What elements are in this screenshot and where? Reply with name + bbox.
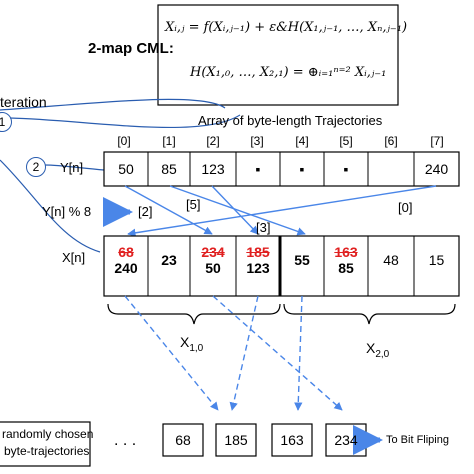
pointer-label-5: [5]: [186, 197, 201, 212]
iteration-curve-1: [0, 98, 226, 111]
x-cell-2-old: 234: [201, 244, 225, 260]
y-label: Y[n]: [60, 160, 84, 175]
cml-equation-1: Xᵢ,ⱼ = f(Xᵢ,ⱼ₋₁) + ε&H(X₁,ⱼ₋₁, …, Xₙ,ⱼ₋₁…: [165, 20, 408, 35]
y-index-0: [0]: [117, 134, 131, 148]
x-cell-0-old: 68: [118, 244, 134, 260]
chosen-label-line-1: randomly chosen: [2, 427, 94, 441]
iteration-curve-2: [9, 114, 241, 129]
chosen-value-1: 68: [175, 432, 191, 448]
x-cell-0-new: 240: [114, 260, 138, 276]
y-index-2: [2]: [206, 134, 220, 148]
iteration-to-x-line: [0, 159, 101, 253]
chosen-box-2: [215, 423, 257, 457]
x-label: X[n]: [62, 250, 86, 265]
y-index-6: [6]: [384, 134, 398, 148]
group-label-1-sub: 1,0: [189, 342, 204, 354]
y-mod-label: Y[n] % 8: [42, 204, 92, 219]
x-cell-7: 15: [414, 244, 459, 268]
cml-equation-2: H(X₁,₀, …, X₂,₁) = ⊕ᵢ₌₁ⁿ⁼² Xᵢ,ⱼ₋₁: [190, 65, 387, 80]
pointer-arrow-3: [211, 185, 259, 235]
group-label-1: X1,0: [180, 334, 203, 354]
chosen-value-4: 234: [334, 432, 358, 448]
y-index-1: [1]: [162, 134, 176, 148]
x-cell-0: 68 240: [104, 244, 148, 276]
x-cell-5-new: 85: [338, 260, 354, 276]
to-bit-label: To Bit Fliping: [386, 434, 449, 446]
ellipsis: . . .: [114, 432, 137, 449]
x-cell-2-new: 50: [205, 260, 221, 276]
dashed-arrow-3: [294, 295, 303, 411]
pointer-arrow-4: [127, 185, 437, 237]
x-cell-4-new: 55: [294, 252, 310, 268]
y-cell-2: 123: [201, 161, 225, 177]
dashed-arrow-1: [124, 295, 219, 411]
iteration-to-y-line: [44, 164, 105, 171]
x-cell-3: 185 123: [236, 244, 280, 276]
brace-2: [283, 303, 456, 325]
y-array-dividers: [147, 152, 415, 186]
group-label-2: X2,0: [366, 340, 389, 360]
y-index-7: [7]: [430, 134, 444, 148]
x-cell-7-new: 15: [428, 252, 445, 268]
iteration-label: teration: [0, 94, 47, 110]
chosen-box-1: [162, 423, 204, 457]
y-cell-7: 240: [424, 161, 449, 177]
y-index-5: [5]: [339, 134, 353, 148]
y-index-4: [4]: [295, 134, 309, 148]
y-cell-1: 85: [161, 161, 177, 177]
cml-box: [157, 4, 399, 106]
y-cell-0: 50: [118, 161, 134, 177]
chosen-box-3: [271, 423, 313, 457]
dashed-arrow-2: [229, 295, 259, 411]
array-title: Array of byte-length Trajectories: [198, 113, 383, 128]
y-array-box: [103, 151, 460, 187]
dashed-arrow-4: [212, 295, 343, 411]
y-index-3: [3]: [250, 134, 264, 148]
pointer-arrow-1: [169, 185, 306, 236]
pointer-label-2: [2]: [138, 204, 153, 219]
group-label-2-main: X: [366, 340, 376, 356]
brace-1: [107, 303, 281, 325]
y-cell-4: ▪: [299, 161, 305, 177]
x-cell-5-old: 163: [334, 244, 358, 260]
x-cell-6-new: 48: [383, 252, 399, 268]
group-label-1-main: X: [180, 334, 190, 350]
x-cell-3-new: 123: [246, 260, 270, 276]
x-cell-4: 55: [280, 244, 324, 268]
pointer-label-0: [0]: [398, 200, 413, 215]
chosen-label-box: [0, 421, 91, 467]
x-cell-5: 163 85: [324, 244, 368, 276]
x-cell-1-new: 23: [161, 252, 177, 268]
x-cell-3-old: 185: [246, 244, 270, 260]
x-cell-1: 23: [148, 244, 190, 268]
chosen-value-3: 163: [280, 432, 304, 448]
pointer-arrow-2: [124, 185, 213, 235]
pointer-label-3: [3]: [256, 220, 271, 235]
circle-2-icon: 2: [26, 157, 46, 177]
y-cell-5: ▪: [343, 161, 349, 177]
x-cell-6: 48: [368, 244, 414, 268]
chosen-value-2: 185: [224, 432, 248, 448]
y-cell-3: ▪: [255, 161, 261, 177]
group-label-2-sub: 2,0: [375, 348, 390, 360]
x-cell-2: 234 50: [190, 244, 236, 276]
cml-title: 2-map CML:: [88, 40, 174, 57]
chosen-label-line-2: byte-trajectories: [4, 444, 90, 458]
